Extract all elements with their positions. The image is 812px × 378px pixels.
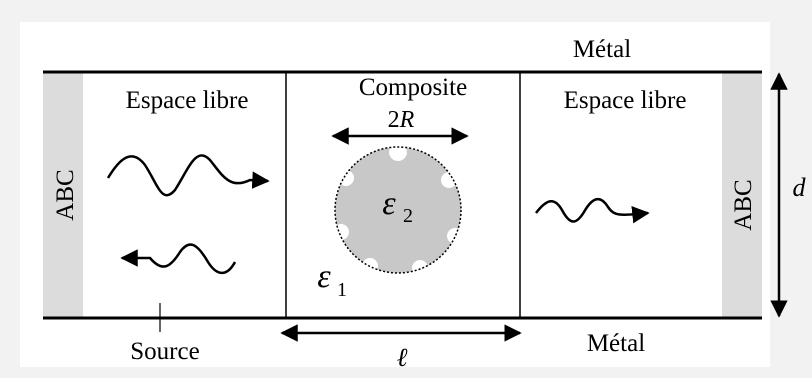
abc-band-right — [722, 72, 762, 317]
abc-band-left — [43, 72, 83, 317]
inclusion-particle — [333, 143, 463, 276]
length-label: ℓ — [397, 343, 408, 372]
abc-right-label: ABC — [730, 179, 757, 230]
epsilon-2-symbol: ε — [382, 185, 396, 222]
free-space-right-label: Espace libre — [564, 87, 687, 114]
epsilon-1-subscript: 1 — [337, 279, 347, 301]
height-label: d — [793, 173, 807, 202]
source-label: Source — [130, 338, 199, 365]
metal-top-label: Métal — [573, 36, 631, 63]
epsilon-2-subscript: 2 — [403, 205, 413, 227]
free-space-left-label: Espace libre — [126, 87, 249, 114]
reflected-wave — [120, 243, 237, 275]
abc-left-label: ABC — [52, 169, 79, 220]
incident-wave — [106, 154, 270, 197]
metal-bottom-label: Métal — [587, 330, 645, 357]
diameter-label: 2R — [388, 107, 415, 133]
epsilon-1-symbol: ε — [317, 258, 331, 295]
transmitted-wave — [535, 197, 650, 224]
composite-label: Composite — [359, 74, 467, 101]
